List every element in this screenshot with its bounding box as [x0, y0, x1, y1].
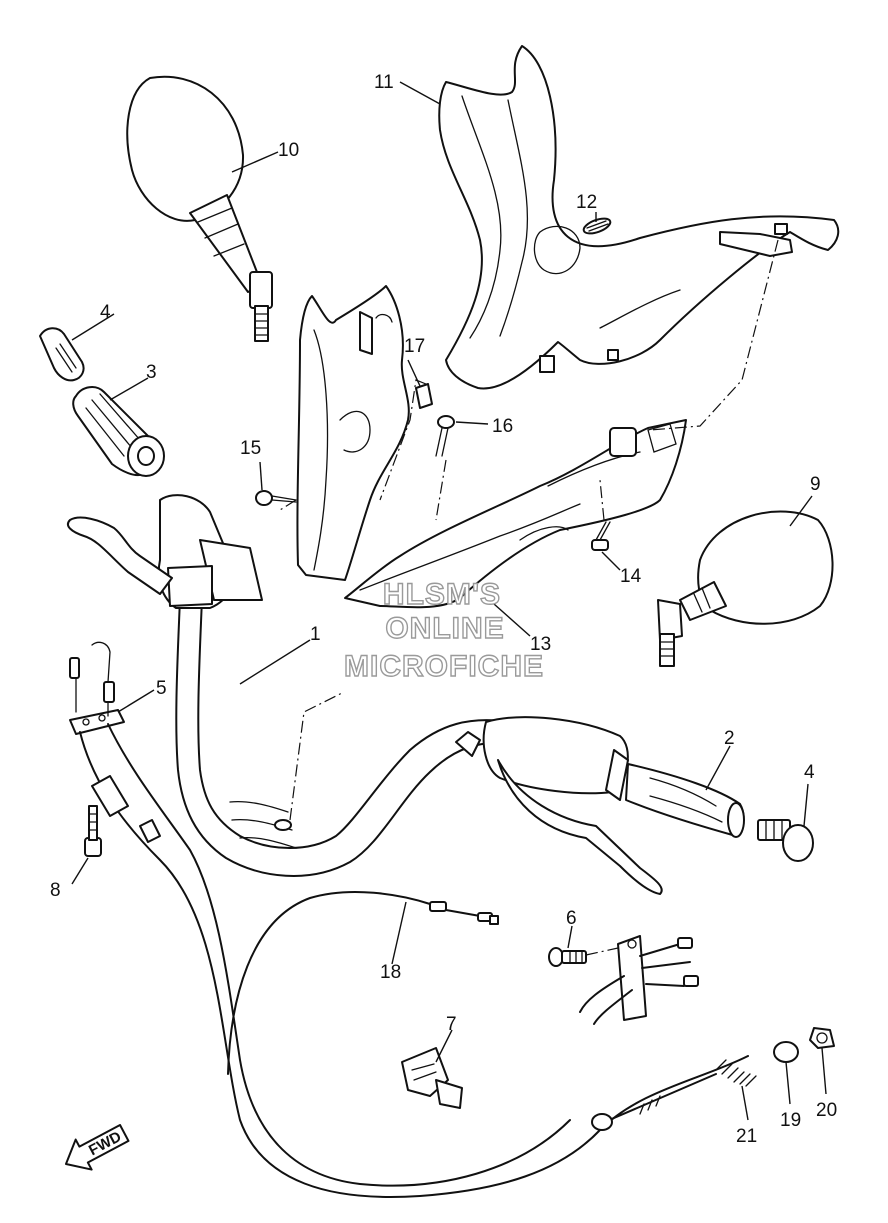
part-5-cable-holder[interactable] — [69, 641, 125, 735]
part-2-right-grip[interactable] — [605, 749, 745, 838]
part-21-spring[interactable] — [591, 1059, 757, 1131]
part-16-screw[interactable] — [435, 415, 455, 457]
callout-19[interactable]: 19 — [780, 1110, 801, 1131]
callout-9[interactable]: 9 — [810, 474, 821, 495]
watermark-line-2: ONLINE — [385, 612, 504, 645]
callout-numbers: 11 10 12 4 3 17 15 16 14 9 13 1 5 8 2 4 … — [50, 72, 837, 1147]
part-3-left-grip[interactable] — [72, 386, 165, 477]
callout-12[interactable]: 12 — [576, 192, 597, 213]
watermark-line-1: HLSM'S — [383, 578, 501, 611]
part-7-cable-guide[interactable] — [401, 1047, 463, 1109]
callout-16[interactable]: 16 — [492, 416, 513, 437]
part-1-handlebar[interactable] — [66, 494, 663, 895]
part-18-cable[interactable] — [227, 891, 499, 1075]
part-12-clip[interactable] — [582, 216, 612, 237]
callout-5[interactable]: 5 — [156, 678, 167, 699]
fwd-arrow-icon — [64, 1124, 130, 1171]
part-10-left-mirror[interactable] — [126, 75, 273, 342]
callout-14[interactable]: 14 — [620, 566, 642, 587]
part-19-sleeve[interactable] — [773, 1041, 799, 1063]
part-4-bar-end-right[interactable] — [757, 819, 814, 862]
part-20-nut[interactable] — [809, 1027, 835, 1049]
part-9-right-mirror[interactable] — [657, 510, 834, 667]
callout-15[interactable]: 15 — [240, 438, 261, 459]
part-4-bar-end-left[interactable] — [39, 327, 85, 382]
callout-11[interactable]: 11 — [374, 72, 394, 93]
callout-21[interactable]: 21 — [736, 1126, 757, 1147]
callout-20[interactable]: 20 — [816, 1100, 837, 1121]
fwd-arrow-badge: FWD — [64, 1124, 130, 1171]
callout-4-left[interactable]: 4 — [100, 302, 111, 323]
part-8-bolt[interactable] — [84, 805, 102, 857]
callout-6[interactable]: 6 — [566, 908, 577, 929]
part-6-bolt-bracket[interactable] — [548, 935, 699, 1025]
callout-17[interactable]: 17 — [404, 336, 425, 357]
part-14-screw[interactable] — [591, 521, 611, 551]
callout-1[interactable]: 1 — [310, 624, 321, 645]
callout-8[interactable]: 8 — [50, 880, 61, 901]
callout-7[interactable]: 7 — [446, 1014, 457, 1035]
callout-10[interactable]: 10 — [278, 140, 299, 161]
callout-3[interactable]: 3 — [146, 362, 157, 383]
reference-lines — [279, 239, 779, 956]
watermark-line-3: MICROFICHE — [344, 650, 544, 683]
callout-4-right[interactable]: 4 — [804, 762, 815, 783]
part-15-screw[interactable] — [255, 490, 297, 506]
part-13-lower-cover[interactable] — [344, 419, 687, 609]
part-11-handlebar-front-cover[interactable] — [438, 45, 840, 390]
leader-lines — [71, 81, 827, 1121]
callout-2[interactable]: 2 — [724, 728, 735, 749]
callout-18[interactable]: 18 — [380, 962, 401, 983]
callout-13[interactable]: 13 — [530, 634, 551, 655]
part-17-rear-cover[interactable] — [296, 285, 433, 581]
watermark: HLSM'S ONLINE MICROFICHE — [343, 577, 544, 683]
